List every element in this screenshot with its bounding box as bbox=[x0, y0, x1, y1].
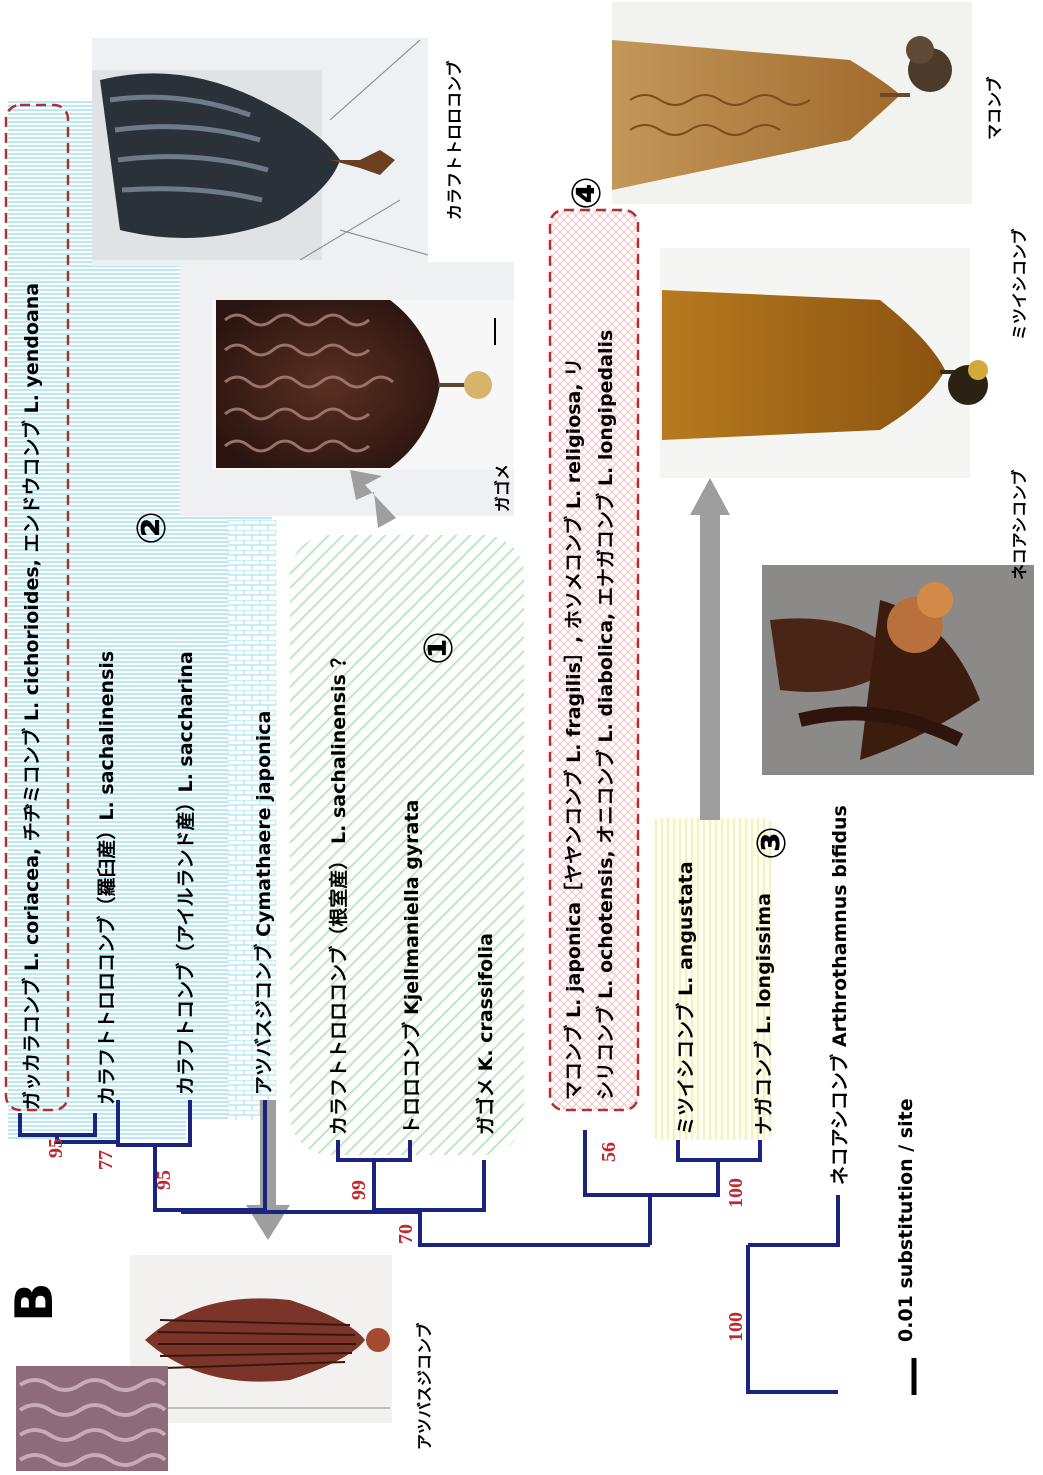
bootstrap-56: 56 bbox=[598, 1142, 620, 1162]
caption-mitsuishi: ミツイシコンブ bbox=[1010, 228, 1029, 340]
bootstrap-100-a: 100 bbox=[725, 1178, 747, 1208]
photo-corner-pattern bbox=[16, 1366, 168, 1471]
taxon-karafuto-torororo-nemuro: カラフトトロロコンブ（根室産） L. sachalinensis ？ bbox=[327, 649, 350, 1135]
bootstrap-95-top: 95 bbox=[45, 1138, 67, 1158]
bootstrap-70: 70 bbox=[395, 1224, 417, 1244]
caption-nekoashi: ネコアシコンブ bbox=[1010, 469, 1029, 580]
taxon-gakkara: ガッカラコンブ L. coriacea, チヂミコンブ L. cichorioi… bbox=[20, 283, 43, 1110]
photo-atsubasu bbox=[130, 1255, 392, 1423]
taxon-nagakonbu: ナガコンブ L. longissima bbox=[752, 893, 775, 1135]
photo-mitsuishi bbox=[660, 248, 988, 478]
caption-gagome: ガゴメ bbox=[493, 464, 512, 512]
group-2-number: ② bbox=[129, 511, 175, 545]
taxon-makonbu-line1: マコンブ L. japonica［ヤヤンコンブ L. fragilis］, ホソ… bbox=[562, 358, 585, 1100]
scale-bar-label: 0.01 substitution / site bbox=[895, 1098, 917, 1342]
group-4-number: ④ bbox=[564, 176, 610, 210]
taxon-karafuto-ireland: カラフトコンブ（アイルランド産）L. saccharina bbox=[174, 651, 197, 1095]
taxon-makonbu-line2: シリコンブ L. ochotensis, オニコンブ L. diabolica,… bbox=[594, 330, 617, 1100]
photo-makonbu bbox=[612, 2, 972, 204]
taxon-karafuto-torororo-rausu: カラフトトロロコンブ（羅臼産）L. sachalinensis bbox=[95, 651, 118, 1105]
taxon-mitsuishi: ミツイシコンブ L. angustata bbox=[674, 861, 697, 1135]
bootstrap-77: 77 bbox=[95, 1150, 117, 1170]
group-3-number: ③ bbox=[749, 826, 795, 860]
taxon-nekoashi: ネコアシコンブ Arthrothamnus bifidus bbox=[828, 805, 851, 1185]
panel-label: B bbox=[5, 1282, 65, 1322]
bootstrap-99: 99 bbox=[348, 1180, 370, 1200]
arrow-to-atsubasu bbox=[246, 1100, 290, 1240]
taxon-gagome: ガゴメ K. crassifolia bbox=[474, 933, 497, 1135]
caption-atsubasu: アツバスジコンブ bbox=[415, 1322, 434, 1450]
taxon-atsubasu: アツバスジコンブ Cymathaere japonica bbox=[252, 711, 275, 1095]
bootstrap-95: 95 bbox=[153, 1170, 175, 1190]
photo-nekoashi bbox=[762, 565, 1034, 775]
caption-karafuto-torororo: カラフトトロロコンブ bbox=[445, 60, 464, 220]
arrow-to-mitsuishi bbox=[690, 478, 730, 820]
bootstrap-100-root: 100 bbox=[725, 1312, 747, 1342]
caption-makonbu: マコンブ bbox=[985, 76, 1004, 140]
group-1-number: ① bbox=[416, 631, 462, 665]
photo-gagome bbox=[180, 262, 514, 516]
photo-karafuto-torororo bbox=[92, 38, 428, 266]
taxon-tororo: トロロコンブ Kjellmaniella gyrata bbox=[400, 800, 423, 1135]
